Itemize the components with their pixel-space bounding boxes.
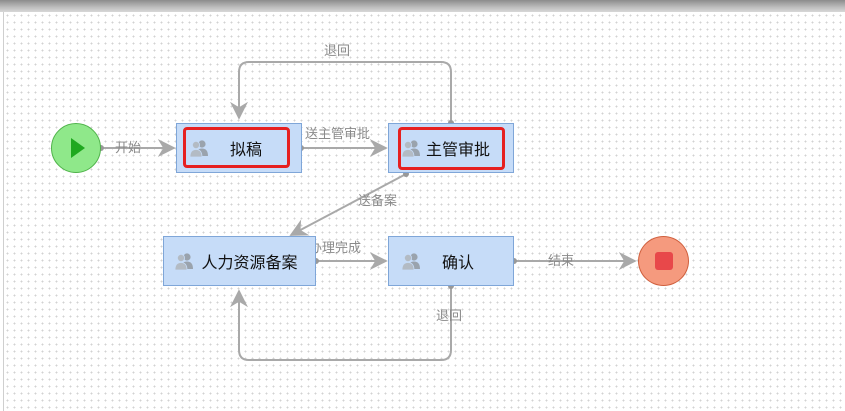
edge-label-send-review: 送主管审批 — [305, 127, 371, 142]
task-confirm-label: 确认 — [441, 253, 474, 272]
task-manager-review[interactable]: 主管审批 — [388, 123, 514, 173]
task-manager-review-label: 主管审批 — [425, 140, 490, 159]
edge-send-record[interactable] — [289, 173, 407, 236]
edge-label-begin: 开始 — [115, 141, 142, 156]
edge-return-top[interactable] — [230, 61, 452, 123]
play-icon — [71, 138, 85, 158]
stop-icon — [655, 252, 673, 270]
edge-label-finish: 结束 — [548, 254, 575, 269]
user-group-icon — [174, 253, 193, 271]
task-draft-highlight — [183, 127, 290, 168]
edge-label-return-bottom: 退回 — [436, 309, 463, 324]
edge-label-send-record: 送备案 — [358, 194, 398, 209]
task-manager-review-highlight — [398, 127, 505, 170]
user-group-icon — [189, 140, 208, 158]
edge-return-bottom[interactable] — [230, 286, 452, 361]
end-event[interactable] — [638, 236, 689, 286]
task-hr-record[interactable]: 人力资源备案 — [163, 236, 316, 286]
window-top-bar — [0, 0, 845, 12]
task-confirm[interactable]: 确认 — [388, 236, 514, 286]
task-hr-record-label: 人力资源备案 — [201, 253, 298, 272]
workflow-canvas[interactable]: 开始 送主管审批 退回 送备案 办理完成 结束 退回 拟稿 主管审批 — [3, 12, 845, 411]
start-event[interactable] — [51, 123, 101, 173]
edges-layer — [98, 61, 637, 361]
user-group-icon — [401, 140, 420, 158]
task-draft[interactable]: 拟稿 — [176, 123, 302, 173]
task-draft-label: 拟稿 — [229, 140, 262, 159]
user-group-icon — [401, 253, 420, 271]
edge-label-handle-done: 办理完成 — [309, 241, 362, 256]
edge-label-return-top: 退回 — [324, 44, 351, 59]
